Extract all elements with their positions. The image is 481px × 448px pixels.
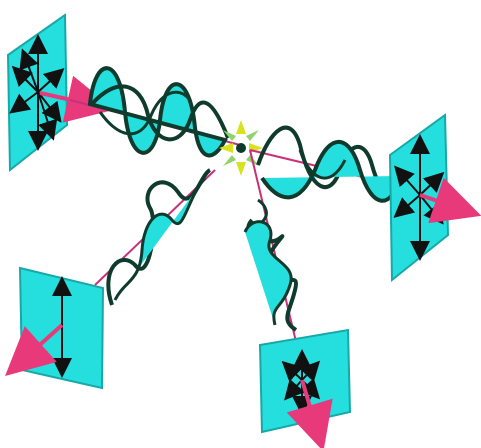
scattered-wave-left [95,170,215,305]
panel-right [390,115,448,280]
panel-top-left [8,15,67,170]
panel-bottom [260,330,350,432]
scattered-wave-right [250,128,410,201]
incident-wave [90,68,228,155]
